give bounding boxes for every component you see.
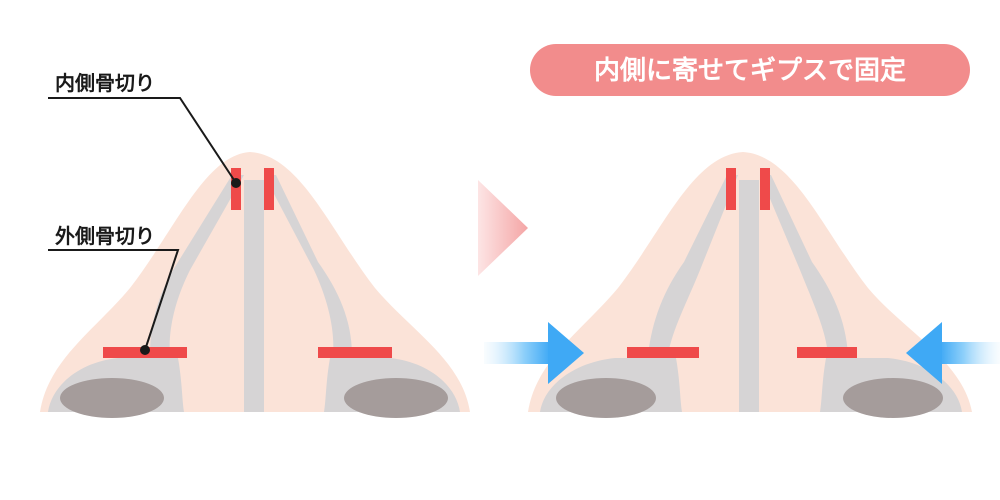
septum — [244, 180, 264, 412]
nasal-bone-right — [760, 175, 848, 355]
nasal-bone-right — [264, 175, 352, 355]
nostril-right — [344, 378, 448, 418]
septum — [739, 180, 759, 412]
medial-cut-right — [264, 168, 274, 210]
label-lateral-osteotomy: 外側骨切り — [55, 224, 155, 248]
transition-arrow-icon — [478, 180, 528, 276]
leader-line-medial — [48, 97, 237, 184]
nose-before: 内側骨切り 外側骨切り — [40, 71, 470, 418]
leader-line-lateral — [48, 249, 180, 351]
lateral-cut-left — [627, 347, 699, 358]
medial-cut-left — [231, 168, 241, 210]
medial-cut-right — [760, 168, 770, 210]
label-medial-osteotomy: 内側骨切り — [55, 71, 155, 95]
leader-dot-medial — [231, 178, 241, 188]
medial-cut-left — [726, 168, 736, 210]
lateral-cut-right — [797, 347, 857, 358]
nasal-bone-left — [150, 175, 244, 355]
leader-dot-lateral — [140, 345, 150, 355]
lateral-cut-right — [318, 347, 392, 358]
nostril-right — [843, 378, 943, 418]
arrow-right-icon — [484, 322, 584, 384]
nose-after: 内側に寄せてギプスで固定 — [484, 44, 1000, 418]
arrow-left-icon — [906, 322, 1000, 384]
nostril-left — [60, 378, 164, 418]
nasal-bone-left — [648, 175, 738, 355]
nostril-left — [556, 378, 656, 418]
result-badge — [530, 44, 970, 96]
result-badge-text: 内側に寄せてギプスで固定 — [594, 55, 906, 86]
